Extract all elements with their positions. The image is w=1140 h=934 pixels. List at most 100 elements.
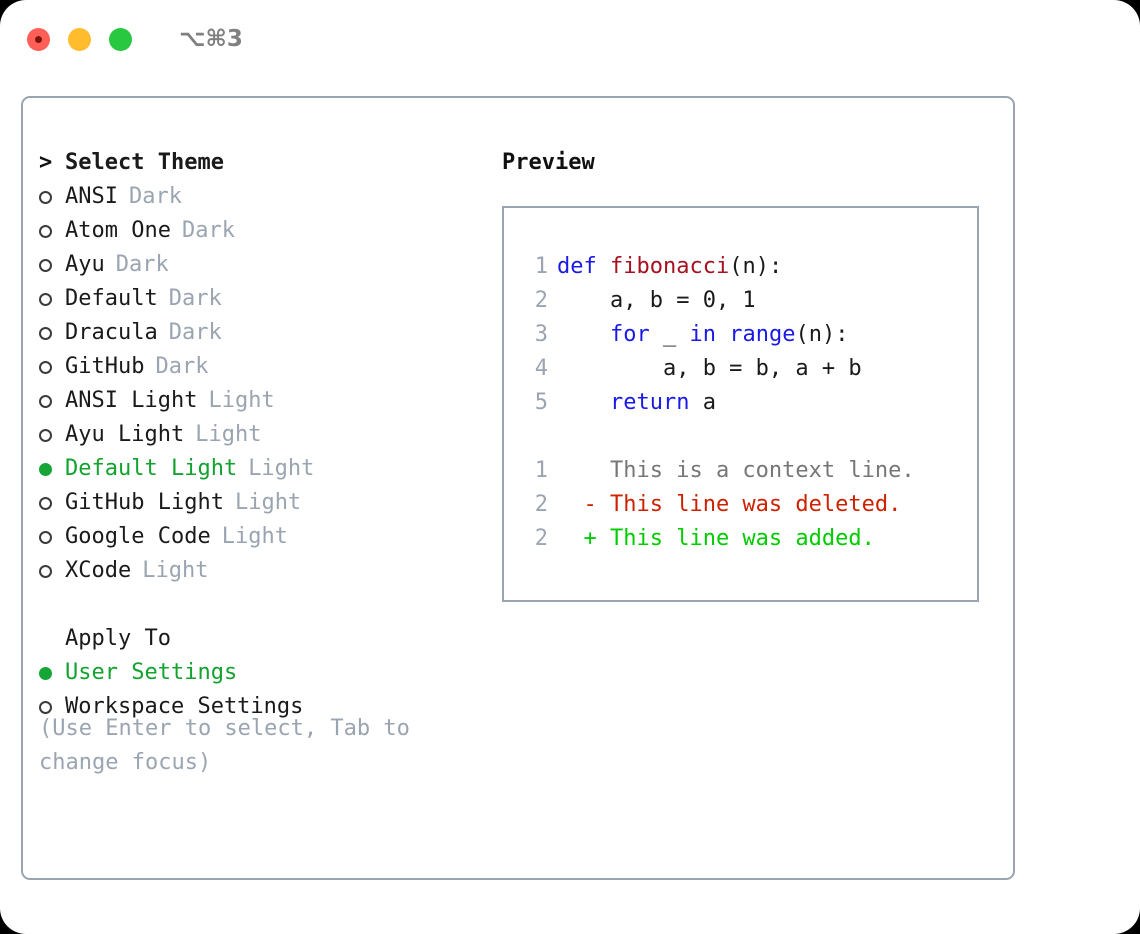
title-bar: ⌥⌘3 <box>0 0 1140 78</box>
code-token: def <box>557 254 610 279</box>
apply-to-option-workspace-settings[interactable]: Workspace Settings <box>39 690 479 724</box>
theme-category-label: Dark <box>115 252 169 277</box>
diff-line-ctx: 1 This is a context line. <box>522 454 977 488</box>
keyboard-shortcut-label: ⌥⌘3 <box>179 26 243 52</box>
diff-text: + This line was added. <box>557 526 875 551</box>
radio-unselected-icon[interactable] <box>39 360 65 374</box>
apply-to-option-label: Workspace Settings <box>65 694 304 719</box>
focus-caret-icon: > <box>39 150 53 175</box>
theme-option-label: Default <box>65 286 158 311</box>
zoom-window-button[interactable] <box>109 27 132 51</box>
radio-dot <box>39 394 52 408</box>
line-number: 2 <box>534 288 548 313</box>
radio-unselected-icon[interactable] <box>39 292 65 306</box>
line-number: 1 <box>534 254 548 279</box>
keyboard-hint-text: (Use Enter to select, Tab to change focu… <box>39 716 410 775</box>
radio-dot <box>39 224 52 238</box>
theme-category-label: Light <box>221 524 288 549</box>
window-controls <box>27 27 132 51</box>
theme-option-xcode[interactable]: XCode Light <box>39 554 479 588</box>
theme-option-label: Atom One <box>65 218 171 243</box>
radio-unselected-icon[interactable] <box>39 326 65 340</box>
code-token: a, b = 0, 1 <box>557 288 756 313</box>
radio-unselected-icon[interactable] <box>39 428 65 442</box>
theme-category-label: Light <box>195 422 262 447</box>
line-number: 4 <box>534 356 548 381</box>
radio-selected-icon[interactable] <box>39 666 65 680</box>
code-token: return <box>609 390 703 415</box>
theme-option-dracula[interactable]: Dracula Dark <box>39 316 479 350</box>
theme-category-label: Dark <box>168 320 222 345</box>
minimize-window-button[interactable] <box>68 27 91 51</box>
theme-option-ayu-light[interactable]: Ayu Light Light <box>39 418 479 452</box>
radio-unselected-icon[interactable] <box>39 224 65 238</box>
code-token: (n): <box>729 254 783 279</box>
theme-category-label: Dark <box>128 184 182 209</box>
radio-unselected-icon[interactable] <box>39 190 65 204</box>
apply-to-option-label: User Settings <box>65 660 238 685</box>
code-line: 4 a, b = b, a + b <box>522 352 977 386</box>
theme-option-label: Ayu <box>65 252 105 277</box>
theme-option-ayu[interactable]: Ayu Dark <box>39 248 479 282</box>
line-number: 2 <box>534 526 548 551</box>
radio-unselected-icon[interactable] <box>39 700 65 714</box>
code-line: 2 a, b = 0, 1 <box>522 284 977 318</box>
apply-to-option-user-settings[interactable]: User Settings <box>39 656 479 690</box>
diff-sample: 1 This is a context line.2 - This line w… <box>522 454 977 556</box>
code-token: for <box>609 322 663 347</box>
radio-dot <box>39 190 52 204</box>
theme-category-label: Dark <box>168 286 222 311</box>
theme-option-label: ANSI <box>65 184 118 209</box>
line-number: 1 <box>534 458 548 483</box>
theme-option-label: Ayu Light <box>65 422 185 447</box>
select-theme-title: Select Theme <box>65 150 224 175</box>
code-token: a, b = b, a + b <box>557 356 862 381</box>
radio-dot <box>39 462 52 476</box>
theme-category-label: Light <box>142 558 209 583</box>
radio-unselected-icon[interactable] <box>39 530 65 544</box>
radio-dot <box>39 666 52 680</box>
radio-dot <box>39 496 52 510</box>
theme-option-label: Dracula <box>65 320 158 345</box>
theme-category-label: Dark <box>155 354 209 379</box>
radio-dot <box>39 258 52 272</box>
radio-selected-icon[interactable] <box>39 462 65 476</box>
theme-option-label: Default Light <box>65 456 238 481</box>
radio-unselected-icon[interactable] <box>39 564 65 578</box>
theme-option-ansi[interactable]: ANSI Dark <box>39 180 479 214</box>
close-window-button[interactable] <box>27 27 50 51</box>
radio-dot <box>39 292 52 306</box>
radio-dot <box>39 326 52 340</box>
code-token: (n): <box>795 322 849 347</box>
apply-to-title: Apply To <box>65 626 171 651</box>
radio-unselected-icon[interactable] <box>39 258 65 272</box>
theme-option-default[interactable]: Default Dark <box>39 282 479 316</box>
radio-unselected-icon[interactable] <box>39 394 65 408</box>
code-line: 3 for _ in range(n): <box>522 318 977 352</box>
code-token: range <box>729 322 796 347</box>
line-number: 2 <box>534 492 548 517</box>
apply-to-header: Apply To <box>39 622 479 656</box>
line-number: 3 <box>534 322 548 347</box>
theme-option-label: XCode <box>65 558 132 583</box>
radio-dot <box>39 700 52 714</box>
radio-unselected-icon[interactable] <box>39 496 65 510</box>
diff-text: This is a context line. <box>557 458 915 483</box>
code-diff-spacer <box>522 420 977 454</box>
code-token <box>557 322 610 347</box>
line-number: 5 <box>534 390 548 415</box>
radio-dot <box>39 428 52 442</box>
theme-category-label: Light <box>208 388 275 413</box>
